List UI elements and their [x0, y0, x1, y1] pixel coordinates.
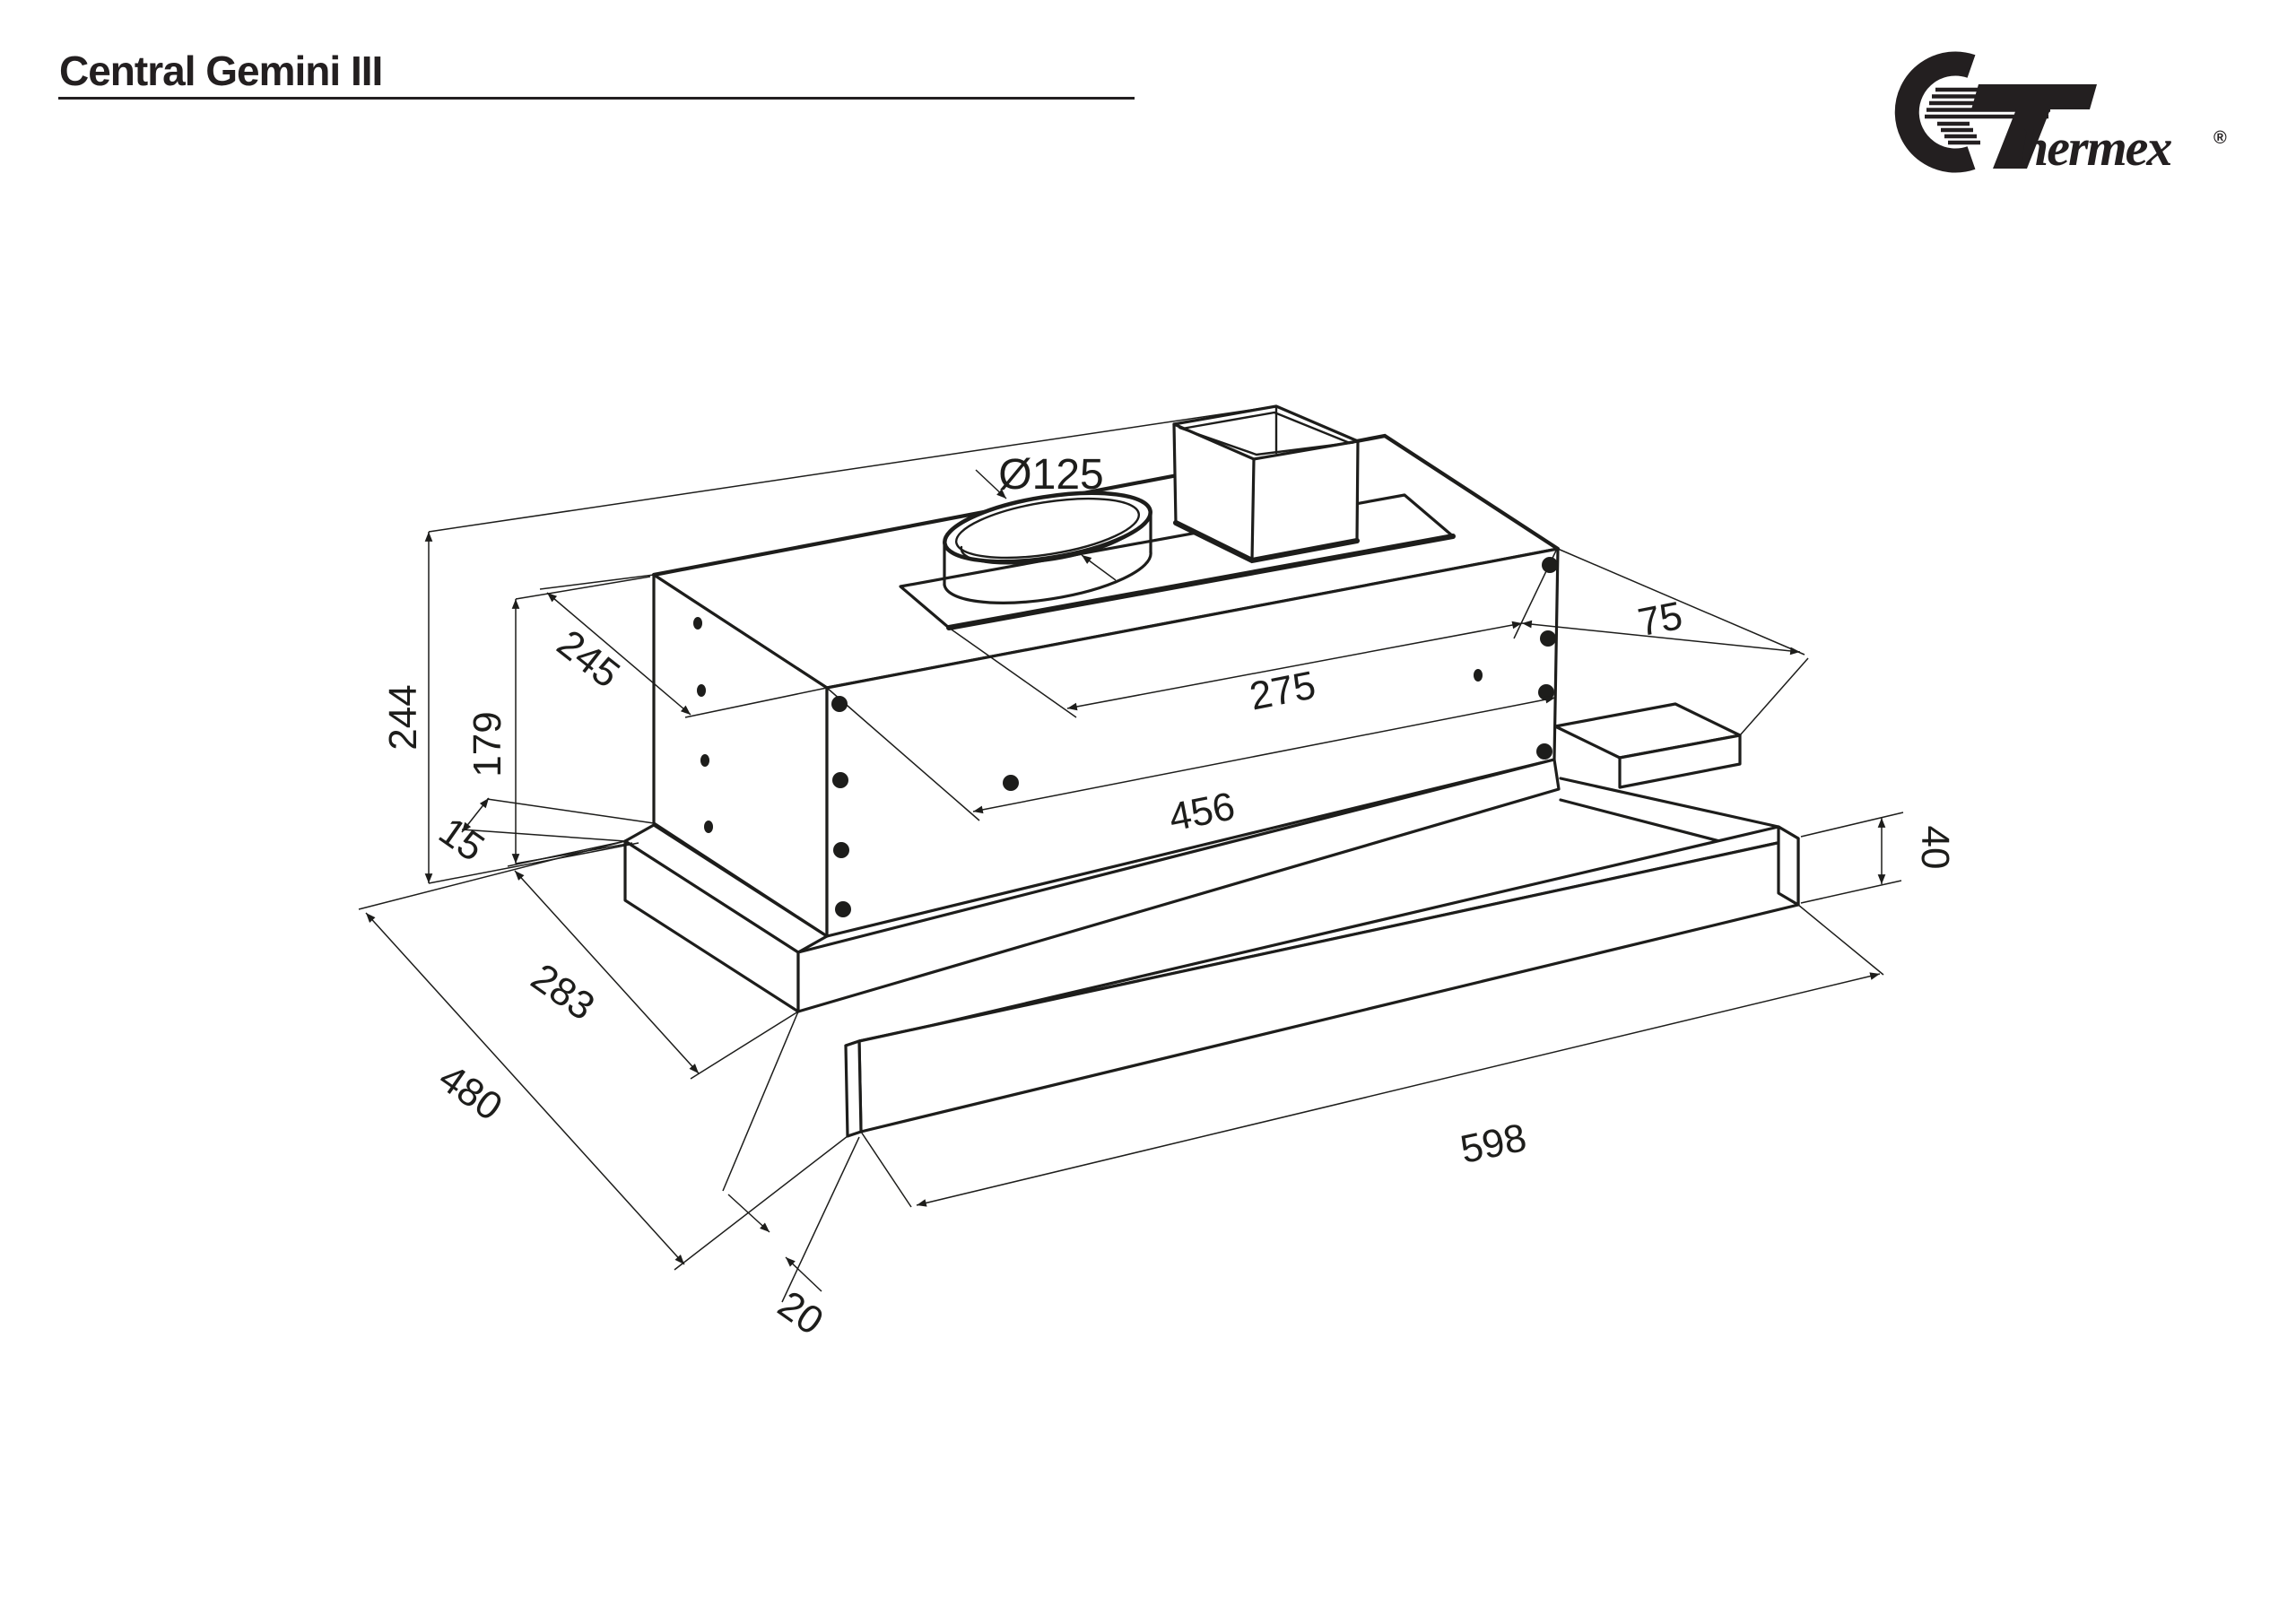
title-underline — [58, 97, 1135, 100]
dim-duct-diameter: Ø125 — [975, 451, 1117, 581]
dim-total-depth-label: 480 — [430, 1055, 509, 1129]
front-left-screws — [831, 696, 851, 917]
dim-visor-width-label: 598 — [1457, 1116, 1530, 1172]
dim-ledge-label: 15 — [430, 809, 491, 870]
logo-big-t — [1971, 84, 2097, 169]
left-face-screws — [693, 617, 713, 833]
dim-body-height-label: 179 — [465, 711, 509, 777]
duct-box — [1172, 404, 1360, 564]
dim-duct-diameter-label: Ø125 — [998, 451, 1103, 499]
dim-total-height: 244 — [381, 407, 1264, 884]
dim-total-height-label: 244 — [381, 684, 425, 750]
dim-right-overhang-label: 75 — [1634, 594, 1685, 645]
dim-top-depth-label: 245 — [549, 621, 628, 697]
logo-c-mark — [1894, 51, 1976, 173]
logo-brand-text: hermex — [2020, 118, 2171, 177]
dim-visor-height-label: 40 — [1913, 826, 1957, 870]
logo-registered-mark: ® — [2213, 128, 2227, 148]
dim-visor-height: 40 — [1800, 812, 1957, 904]
dim-right-overhang: 75 — [1521, 548, 1809, 736]
thermex-logo: hermex ® — [1894, 51, 2227, 177]
dim-tray-depth-label: 283 — [523, 955, 602, 1029]
page-title: Central Gemini III — [59, 48, 383, 94]
duct-collar — [943, 491, 1152, 604]
dim-visor-offset-label: 20 — [770, 1282, 831, 1343]
dim-visor-offset: 20 — [722, 1011, 860, 1343]
dim-body-height: 179 — [465, 576, 651, 864]
